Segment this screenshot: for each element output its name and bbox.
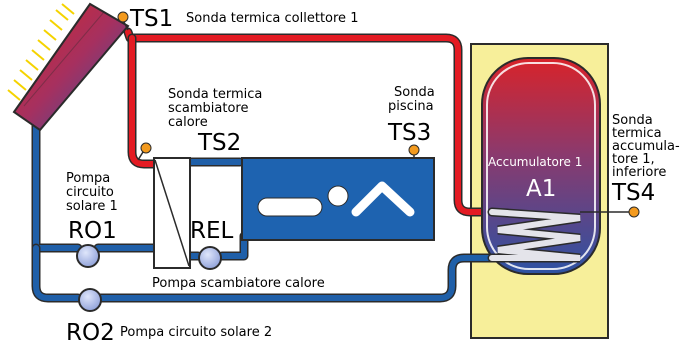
- ts4-label-line2: termica: [612, 126, 662, 141]
- ts1-label: Sonda termica collettore 1: [186, 11, 358, 26]
- pump-icon: [78, 288, 102, 312]
- pump-icon: [76, 244, 100, 268]
- sensor-ts3[interactable]: [408, 144, 420, 158]
- pump-icon: [198, 246, 222, 270]
- ts2-label-line3: calore: [168, 115, 208, 130]
- sensor-ts2[interactable]: [137, 142, 152, 161]
- temperature-sensor-icon: [117, 11, 129, 23]
- ts4-label-line1: Sonda: [612, 113, 653, 128]
- ts4-label-line5: inferiore: [612, 165, 666, 180]
- cold-pipes: [31, 117, 497, 303]
- ts4-label-line3: accumula-: [612, 139, 680, 154]
- pump-ro1[interactable]: [76, 244, 100, 268]
- swimming-pool-icon: [241, 157, 435, 241]
- ro1-label-line2: circuito: [66, 185, 114, 200]
- ts3-label-line1: Sonda: [394, 85, 435, 100]
- pump-rel[interactable]: [198, 246, 222, 270]
- heating-coil-icon: [487, 207, 581, 263]
- storage-tag: A1: [526, 176, 556, 202]
- ro2-label: Pompa circuito solare 2: [120, 325, 272, 340]
- ro1-label-line3: solare 1: [66, 199, 118, 214]
- rel-label: Pompa scambiatore calore: [152, 276, 325, 291]
- temperature-sensor-icon: [140, 142, 152, 154]
- rel-tag: REL: [190, 218, 234, 244]
- hot-pipes: [123, 27, 497, 217]
- ts3-tag: TS3: [387, 120, 431, 146]
- sun-rays-icon: [7, 3, 75, 101]
- ro1-label-line1: Pompa: [66, 171, 110, 186]
- ts1-tag: TS1: [129, 6, 173, 32]
- temperature-sensor-icon: [628, 206, 640, 218]
- ts4-label-line4: tore 1,: [612, 152, 655, 167]
- ts2-tag: TS2: [197, 130, 241, 156]
- ts3-label-line2: piscina: [388, 99, 434, 114]
- storage-label: Accumulatore 1: [488, 155, 582, 169]
- pump-ro2[interactable]: [78, 288, 102, 312]
- ro1-tag: RO1: [68, 218, 117, 244]
- solar-collector-icon: [12, 2, 130, 132]
- ro2-tag: RO2: [66, 320, 115, 346]
- sensor-ts1[interactable]: [117, 11, 129, 31]
- temperature-sensor-icon: [408, 144, 420, 156]
- heat-exchanger-icon: [153, 157, 191, 269]
- ts4-tag: TS4: [611, 180, 655, 206]
- ts2-label-line1: Sonda termica: [168, 87, 262, 102]
- ts2-label-line2: scambiatore: [168, 101, 249, 116]
- sensor-ts4[interactable]: [580, 206, 640, 218]
